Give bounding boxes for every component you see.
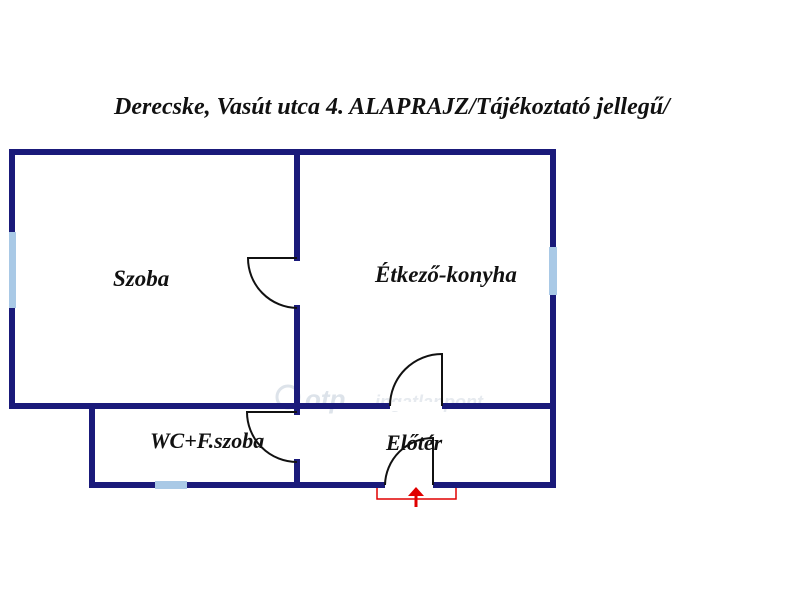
plan-title: Derecske, Vasút utca 4. ALAPRAJZ/Tájékoz…: [114, 94, 670, 120]
opening-entrance: [385, 481, 433, 490]
door-kitchen-icon: [389, 352, 443, 407]
room-label-etkezo-konyha: Étkező-konyha: [374, 262, 517, 287]
room-label-wc-furdo: WC+F.szoba: [150, 428, 264, 453]
room-label-eloter: Előtér: [385, 430, 443, 455]
wall-openings: [385, 402, 442, 490]
door-szoba-icon: [246, 257, 298, 309]
watermark: otp ingatlanpont: [275, 384, 484, 414]
window-konyha: [549, 247, 557, 295]
walls: [9, 149, 556, 488]
door-wc-icon: [245, 411, 298, 463]
window-szoba: [9, 232, 16, 308]
opening-kitchen-hall: [390, 402, 442, 411]
entrance-arrow-icon: [408, 487, 424, 496]
windows: [9, 232, 557, 489]
watermark-brand: otp: [305, 384, 346, 414]
doors: [245, 257, 443, 486]
door-entrance-icon: [384, 436, 434, 486]
room-label-szoba: Szoba: [113, 266, 169, 291]
window-wc: [155, 481, 187, 489]
entrance-marker: [376, 487, 457, 507]
